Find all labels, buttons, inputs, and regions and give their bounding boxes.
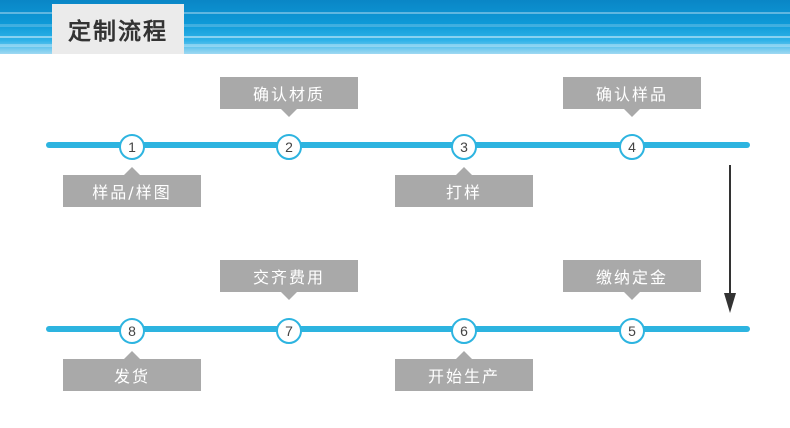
arrow-down-icon xyxy=(729,165,731,295)
arrow-head-icon xyxy=(724,293,736,313)
step-number-8: 8 xyxy=(119,318,145,344)
step-number-7: 7 xyxy=(276,318,302,344)
step-number-6: 6 xyxy=(451,318,477,344)
step-label-7: 交齐费用 xyxy=(220,260,358,300)
step-label-1: 样品/样图 xyxy=(63,167,201,207)
banner-stripe xyxy=(0,12,790,14)
step-number-3: 3 xyxy=(451,134,477,160)
banner-stripe xyxy=(0,24,790,27)
step-label-6: 开始生产 xyxy=(395,351,533,391)
step-number-2: 2 xyxy=(276,134,302,160)
step-label-8: 发货 xyxy=(63,351,201,391)
step-number-1: 1 xyxy=(119,134,145,160)
step-number-5: 5 xyxy=(619,318,645,344)
step-label-4: 确认样品 xyxy=(563,77,701,117)
banner-stripe xyxy=(0,44,790,47)
page-title-box: 定制流程 xyxy=(52,4,184,54)
step-number-4: 4 xyxy=(619,134,645,160)
step-label-5: 缴纳定金 xyxy=(563,260,701,300)
banner-stripe xyxy=(0,36,790,38)
page-title: 定制流程 xyxy=(68,19,168,45)
step-label-2: 确认材质 xyxy=(220,77,358,117)
timeline-line-top xyxy=(46,142,750,148)
step-label-3: 打样 xyxy=(395,167,533,207)
timeline-line-bottom xyxy=(46,326,750,332)
